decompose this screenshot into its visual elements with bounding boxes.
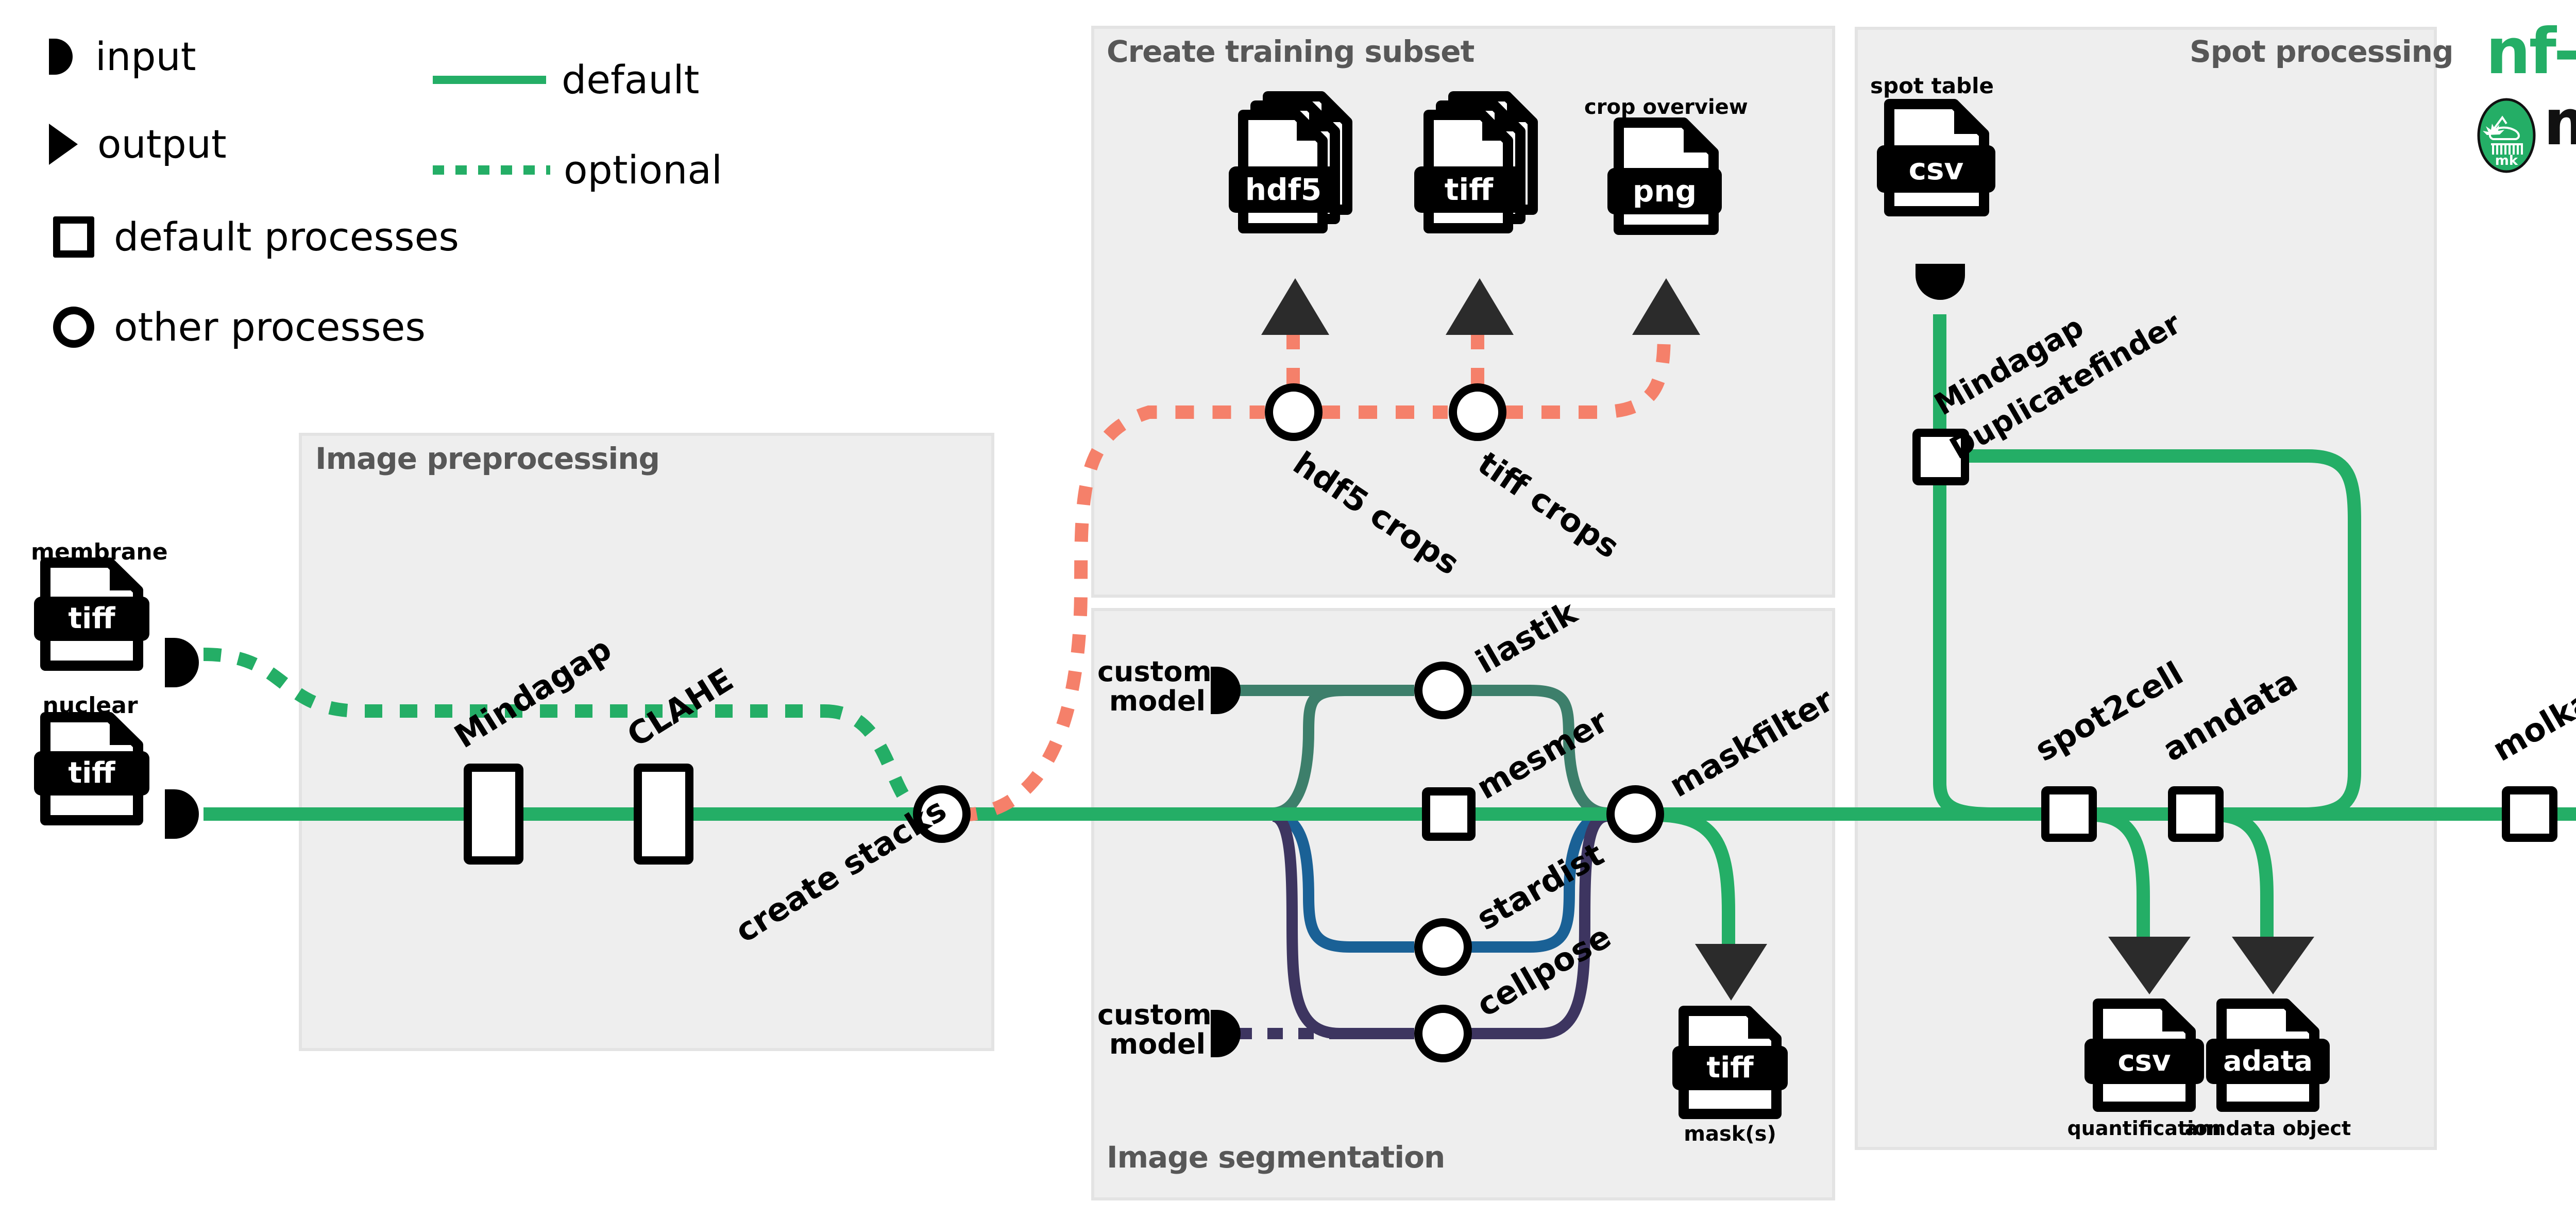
output-caption-crop-overview: crop overview — [1584, 95, 1748, 119]
process-node-mesmer[interactable] — [1422, 787, 1476, 841]
output-arrow-hdf5 — [1261, 278, 1329, 335]
file-type-band: hdf5 — [1229, 166, 1338, 213]
panel-create-training-subset-title: Create training subset — [1107, 34, 1475, 69]
output-file-png-crop-overview: png — [1607, 117, 1722, 236]
legend-label-input: input — [95, 33, 196, 79]
output-arrow-tiff-crops — [1446, 278, 1514, 335]
output-file-anndata-object: adata — [2206, 999, 2330, 1112]
input-file-spot-table-csv: csv — [1877, 99, 1995, 217]
input-file-membrane-tiff: tiff — [34, 557, 149, 671]
process-node-spot2cell[interactable] — [2041, 786, 2097, 842]
legend-item-output: output — [49, 121, 227, 167]
file-sheet-stack-icon — [1238, 91, 1352, 233]
file-type-label: tiff — [68, 756, 115, 790]
legend-label-default-processes: default processes — [114, 214, 459, 260]
output-arrow-png — [1632, 278, 1700, 335]
square-process-icon — [53, 216, 94, 258]
process-node-clahe[interactable] — [634, 764, 693, 865]
output-icon — [49, 123, 78, 165]
nf-core-molkart-logo: nf-core/ molkart — [2477, 20, 2576, 173]
file-type-band: png — [1607, 168, 1722, 214]
logo-pipeline-name: molkart — [2544, 91, 2576, 155]
file-type-band: tiff — [34, 751, 149, 796]
process-node-hdf5-crops[interactable] — [1265, 383, 1323, 441]
file-sheet-stack-icon — [1423, 91, 1538, 233]
file-type-label: hdf5 — [1245, 172, 1322, 207]
legend-item-optional-line: optional — [433, 147, 722, 193]
legend-label-optional-line: optional — [564, 147, 723, 193]
file-type-band: tiff — [1414, 166, 1523, 213]
output-file-quantification-csv: csv — [2084, 999, 2204, 1112]
process-node-cellpose[interactable] — [1414, 1005, 1472, 1062]
process-node-tiff-crops[interactable] — [1449, 383, 1506, 441]
panel-image-segmentation-title: Image segmentation — [1107, 1140, 1445, 1175]
legend-item-default-line: default — [433, 57, 699, 103]
input-caption-spot-table: spot table — [1870, 73, 1994, 98]
process-node-stardist[interactable] — [1414, 918, 1472, 976]
file-type-band: tiff — [1672, 1046, 1788, 1090]
file-type-band: adata — [2206, 1039, 2330, 1084]
file-type-label: csv — [2117, 1044, 2171, 1078]
output-file-hdf5-crops: hdf5 — [1229, 90, 1363, 234]
file-type-label: tiff — [1706, 1051, 1754, 1085]
file-type-label: png — [1632, 174, 1697, 209]
output-file-masks-tiff: tiff — [1672, 1006, 1788, 1119]
file-type-label: tiff — [1444, 172, 1494, 207]
process-node-anndata[interactable] — [2168, 786, 2224, 842]
circle-process-icon — [53, 306, 94, 348]
solid-line-icon — [433, 75, 546, 84]
output-arrow-quantification — [2108, 937, 2191, 994]
custom-model-label-cellpose: custom model — [1097, 999, 1212, 1060]
output-caption-anndata-object: anndata object — [2184, 1117, 2351, 1140]
legend-item-other-processes: other processes — [53, 304, 426, 350]
output-arrow-masks — [1695, 944, 1767, 1001]
process-node-maskfilter[interactable] — [1606, 785, 1664, 843]
legend-item-input: input — [49, 33, 196, 79]
input-icon — [49, 38, 73, 75]
panel-image-preprocessing-title: Image preprocessing — [315, 441, 660, 476]
custom-model-label-ilastik: custom model — [1097, 655, 1212, 717]
process-node-ilastik[interactable] — [1414, 662, 1472, 719]
legend-label-output: output — [97, 121, 227, 167]
file-type-band: csv — [1877, 145, 1995, 193]
file-type-label: tiff — [68, 602, 115, 635]
file-type-label: adata — [2223, 1045, 2313, 1077]
logo-org-prefix: nf-core — [2486, 15, 2576, 88]
legend-label-other-processes: other processes — [114, 304, 426, 350]
output-caption-masks: mask(s) — [1684, 1122, 1776, 1146]
file-type-label: csv — [1908, 151, 1964, 187]
panel-spot-processing-title: Spot processing — [2190, 34, 2453, 69]
process-node-molkartqc[interactable] — [2502, 786, 2557, 842]
panel-image-preprocessing — [299, 433, 994, 1051]
molkart-badge-icon: mk — [2477, 98, 2536, 173]
file-type-band: csv — [2084, 1039, 2204, 1084]
logo-line-1: nf-core/ — [2486, 20, 2576, 83]
process-node-mindagap-preprocessing[interactable] — [464, 764, 523, 865]
process-node-mindagap-duplicatefinder[interactable] — [1912, 429, 1969, 485]
output-caption-quantification: quantification — [2067, 1117, 2222, 1140]
file-type-band: tiff — [34, 597, 149, 641]
output-file-tiff-crops: tiff — [1414, 90, 1548, 234]
input-file-nuclear-tiff: tiff — [34, 712, 149, 825]
dotted-line-icon — [433, 165, 550, 175]
legend-item-default-processes: default processes — [53, 214, 459, 260]
output-arrow-anndata-object — [2232, 937, 2314, 994]
svg-text:mk: mk — [2495, 153, 2518, 168]
legend-label-default-line: default — [562, 57, 700, 103]
